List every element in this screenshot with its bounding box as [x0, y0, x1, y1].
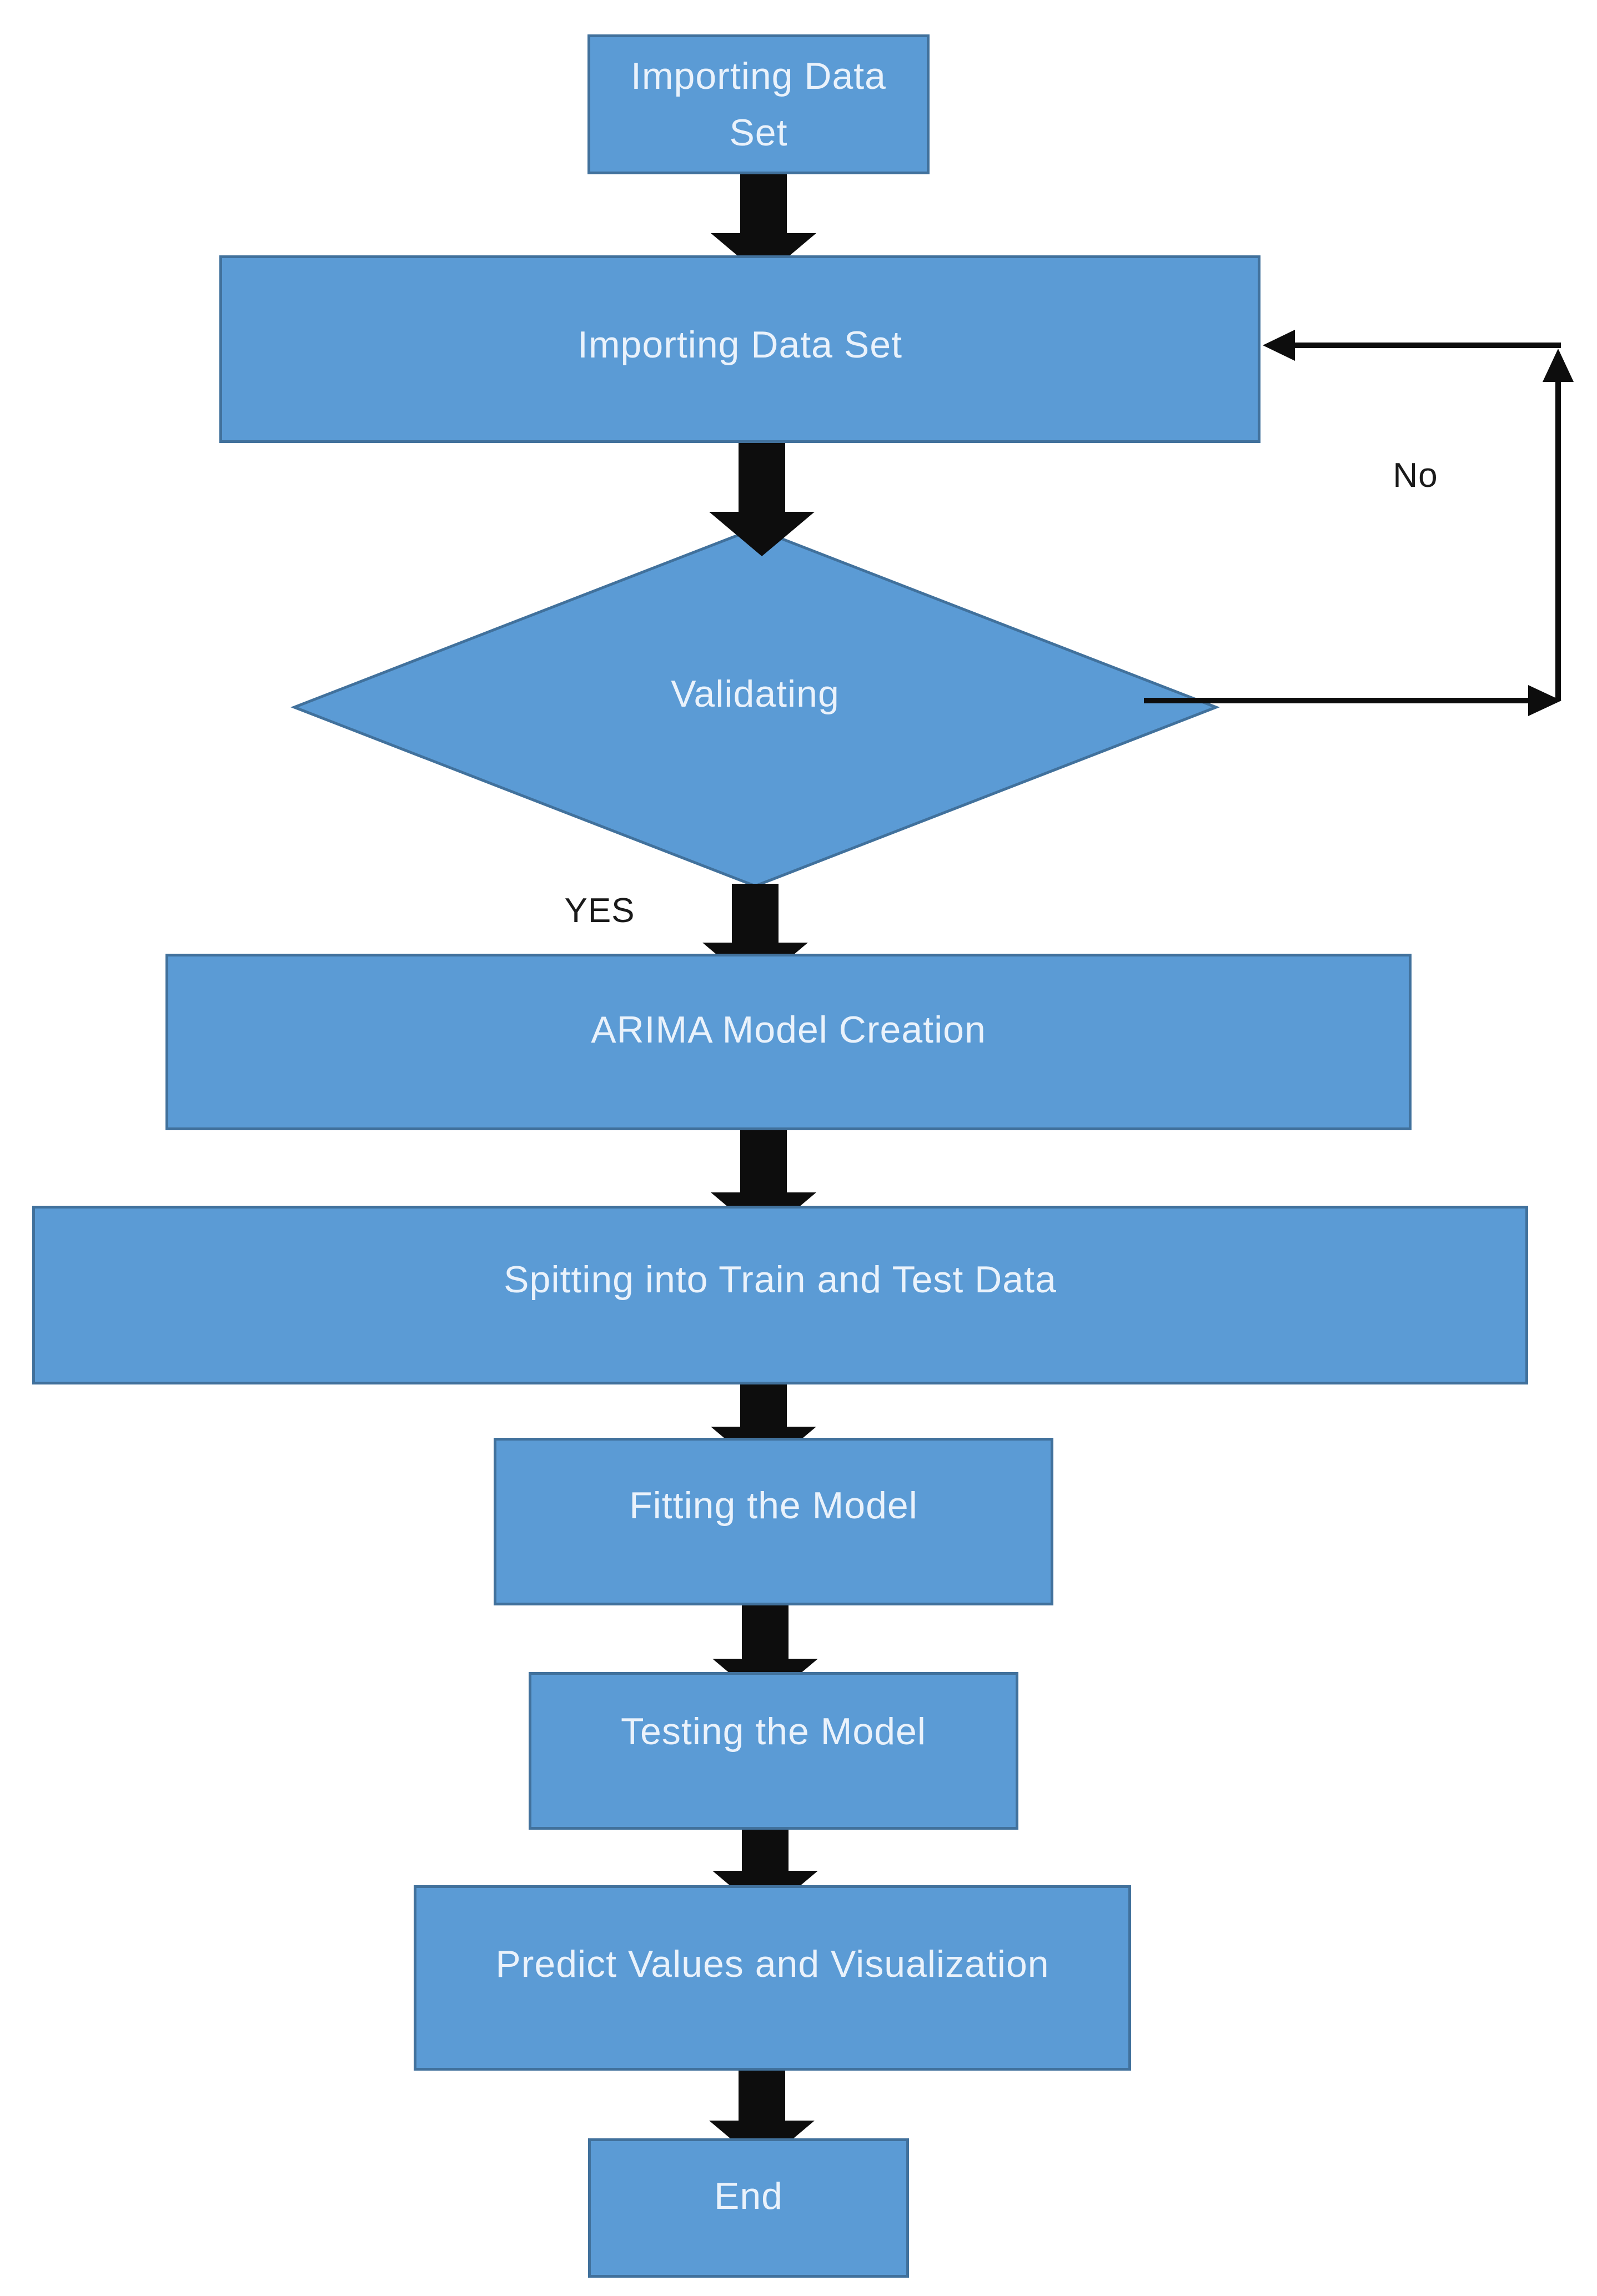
- node-validate-label-box: Validating: [589, 661, 922, 727]
- node-import-data-label: Importing Data Set: [577, 324, 902, 366]
- node-start-label: Importing Data Set: [631, 55, 886, 154]
- node-split-label: Spitting into Train and Test Data: [504, 1258, 1057, 1301]
- edge-label-no: No: [1357, 451, 1474, 500]
- arrow-down-split-to-fit: [711, 1383, 816, 1471]
- node-validate-label: Validating: [671, 673, 840, 715]
- arrow-down-test-to-predict: [712, 1829, 818, 1915]
- node-predict: Predict Values and Visualization: [414, 1885, 1131, 2071]
- edge-label-no-text: No: [1393, 456, 1438, 495]
- no-path-arrowhead-up: [1543, 349, 1574, 382]
- node-arima: ARIMA Model Creation: [165, 954, 1412, 1130]
- node-test-label: Testing the Model: [621, 1710, 926, 1753]
- edge-label-yes: YES: [528, 887, 672, 934]
- node-test: Testing the Model: [529, 1672, 1018, 1830]
- node-fit-label: Fitting the Model: [629, 1484, 918, 1527]
- no-path-arrowhead-left: [1263, 330, 1295, 361]
- node-end: End: [588, 2138, 909, 2278]
- node-start: Importing Data Set: [587, 34, 930, 174]
- node-predict-label: Predict Values and Visualization: [495, 1943, 1049, 1985]
- arrow-down-start-to-import: [711, 174, 816, 278]
- no-path-arrowhead-right: [1528, 685, 1561, 716]
- node-import-data: Importing Data Set: [219, 255, 1260, 443]
- node-arima-label: ARIMA Model Creation: [591, 1009, 986, 1051]
- node-end-label: End: [714, 2174, 783, 2217]
- node-split: Spitting into Train and Test Data: [32, 1206, 1528, 1384]
- node-fit: Fitting the Model: [494, 1438, 1053, 1605]
- arrow-down-import-to-validate: [709, 443, 815, 556]
- edge-label-yes-text: YES: [564, 891, 635, 930]
